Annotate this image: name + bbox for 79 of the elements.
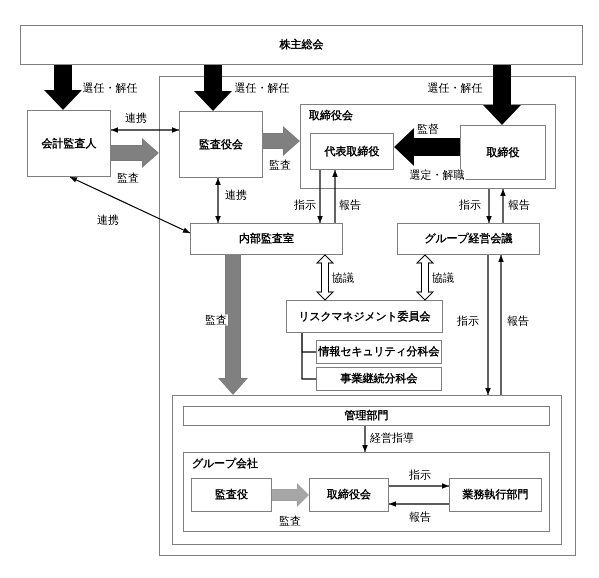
arrow: [486, 189, 492, 223]
process-box: [183, 406, 550, 426]
group-box: [300, 104, 556, 189]
edge-label: 報告: [338, 200, 362, 210]
arrow: [389, 501, 449, 507]
arrow: [500, 189, 506, 223]
process-box: [190, 223, 343, 255]
process-box: [316, 340, 442, 364]
process-box: [316, 367, 442, 391]
box-label: 監査役: [215, 488, 248, 502]
edge-label: 協議: [431, 272, 455, 284]
box-label: 内部監査室: [239, 232, 294, 246]
edge-label: 監査: [278, 516, 302, 526]
arrow: [70, 176, 190, 234]
box-label: 取締役会: [309, 109, 353, 123]
edge-label: 報告: [507, 200, 531, 210]
connector-line: [301, 333, 316, 380]
block-arrow: [263, 126, 300, 156]
edge-label: 指示: [456, 316, 480, 326]
process-box: [179, 111, 263, 178]
box-label: グループ経営会議: [424, 232, 512, 246]
block-arrow: [194, 65, 232, 111]
box-label: 会計監査人: [42, 136, 96, 150]
process-box: [20, 25, 583, 65]
edge-label: 監督: [416, 124, 440, 134]
process-box: [27, 110, 111, 177]
arrow: [362, 426, 368, 452]
box-label: 管理部門: [344, 409, 388, 423]
edge-label: 監査: [204, 314, 228, 326]
edge-label: 選任・解任: [234, 82, 290, 94]
block-arrow: [44, 65, 82, 110]
arrow: [498, 255, 504, 395]
box-label: 事業継続分科会: [340, 372, 418, 386]
arrow: [485, 255, 491, 395]
block-arrow: [483, 65, 521, 125]
process-box: [449, 478, 542, 512]
edge-label: 連携: [124, 112, 148, 124]
box-label: 取締役会: [327, 488, 371, 502]
arrow: [389, 483, 449, 489]
box-label: 監査役会: [199, 138, 243, 152]
edge-label: 経営指導: [369, 432, 415, 444]
edge-label: 選任・解任: [82, 82, 138, 94]
block-arrow: [272, 483, 309, 507]
container-box: [172, 395, 562, 545]
edge-label: 報告: [408, 512, 432, 522]
arrow: [215, 178, 221, 223]
box-label: 情報セキュリティ分科会: [318, 345, 440, 359]
box-label: 業務執行部門: [462, 488, 528, 502]
block-arrow: [394, 128, 460, 166]
edge-label: 協議: [331, 272, 355, 284]
block-arrow: [111, 138, 159, 168]
box-label: 株主総会: [280, 38, 324, 52]
edge-label: 監査: [116, 172, 140, 184]
arrow: [317, 170, 323, 223]
edge-label: 連携: [224, 190, 248, 200]
container-box: [159, 76, 576, 556]
box-label: 取締役: [486, 146, 520, 160]
arrow: [111, 127, 179, 133]
box-label: グループ会社: [192, 457, 258, 471]
edge-label: 報告: [506, 316, 530, 326]
group-box: [183, 452, 550, 532]
edge-label: 指示: [408, 470, 432, 480]
double-arrow: [416, 254, 434, 301]
box-label: 代表取締役: [324, 144, 380, 158]
edge-label: 指示: [293, 200, 317, 210]
process-box: [310, 133, 394, 170]
process-box: [286, 300, 443, 333]
arrow: [332, 170, 338, 223]
process-box: [397, 223, 540, 255]
edge-label: 連携: [96, 214, 120, 226]
process-box: [191, 478, 272, 512]
double-arrow: [316, 254, 334, 301]
block-arrow: [218, 255, 248, 395]
edge-label: 選任・解任: [426, 82, 484, 94]
edge-label: 指示: [458, 200, 482, 210]
text-label: 選定・解職: [408, 170, 466, 180]
process-box: [309, 478, 389, 512]
box-label: リスクマネジメント委員会: [298, 310, 430, 324]
edge-label: 監査: [268, 160, 292, 170]
